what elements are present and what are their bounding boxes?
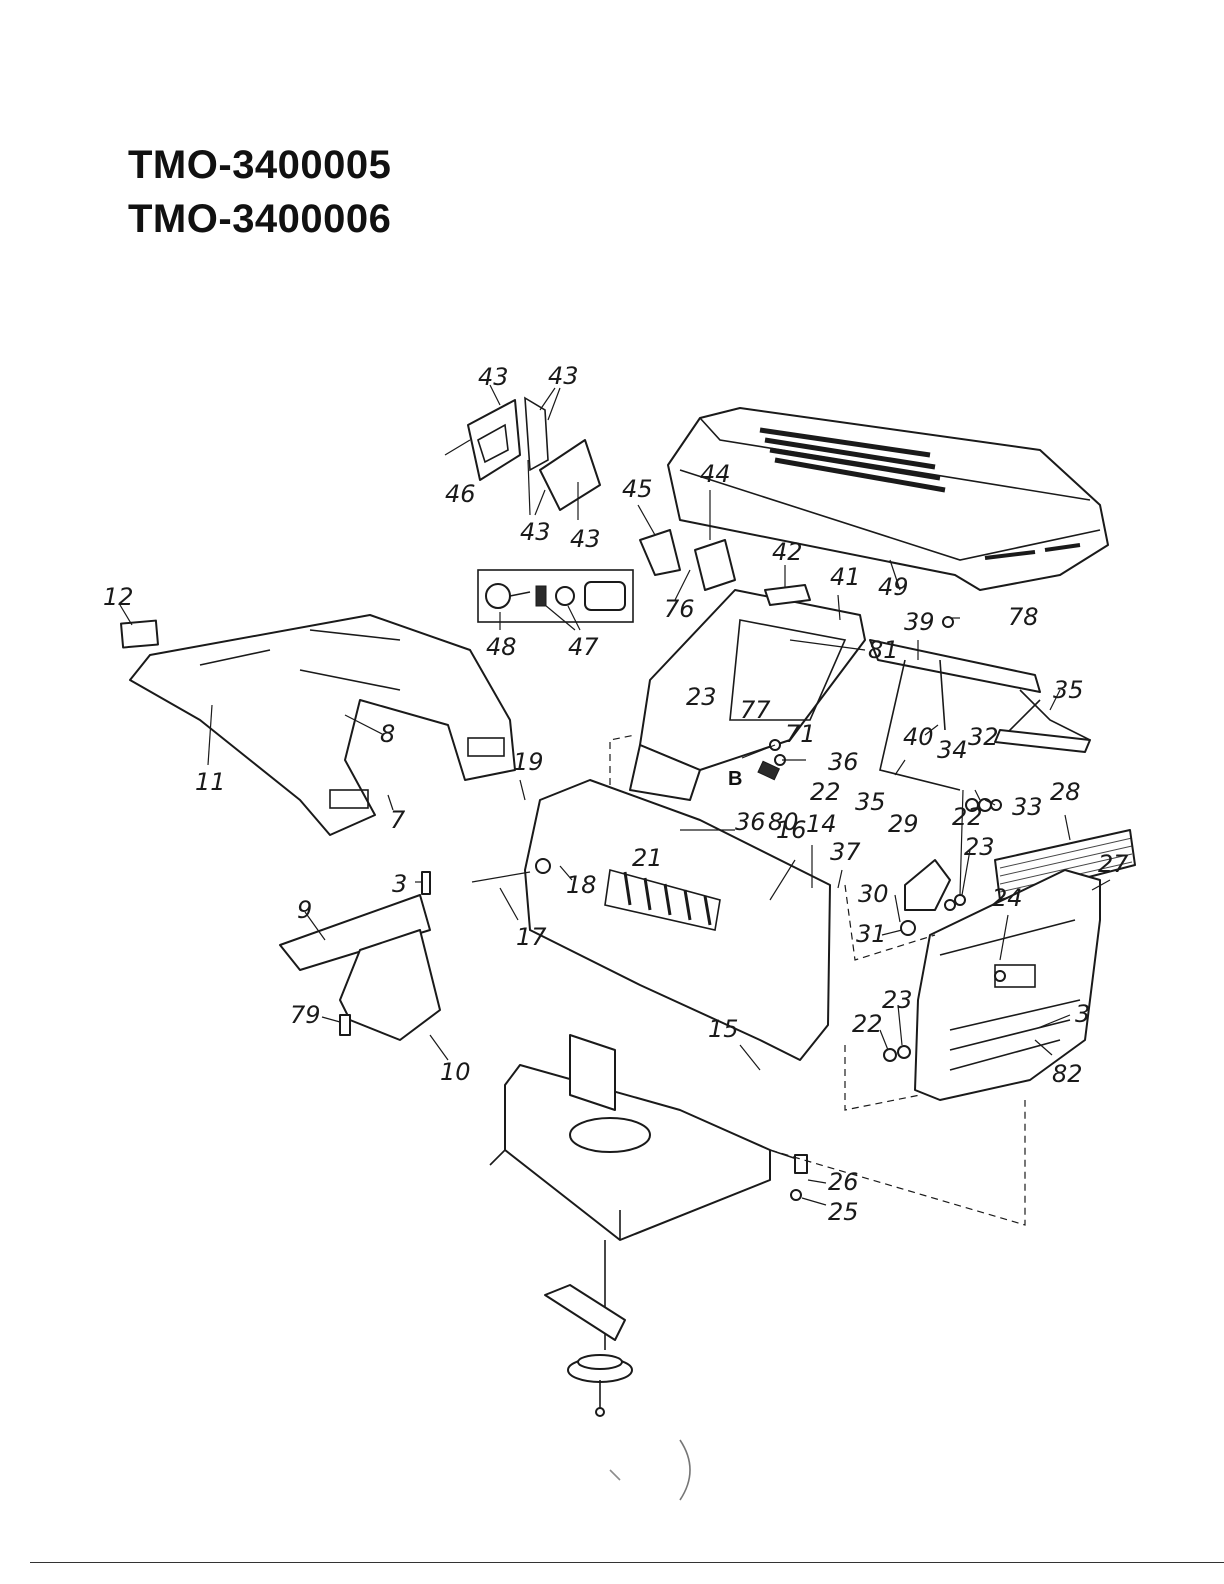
model-number-2: TMO-3400006 [128,197,392,241]
part-label-79: 79 [290,1001,321,1029]
grille-part [994,814,1136,901]
part-label-81: 81 [868,636,899,664]
part-label-21: 21 [632,844,663,872]
part-label-32: 32 [968,723,999,751]
hinge-bracket-part [444,384,601,520]
scan-marks [609,1439,691,1501]
part-label-15: 15 [708,1015,739,1043]
part-label-23: 23 [686,683,717,711]
part-label-42: 42 [772,538,803,566]
part-label-24: 24 [992,884,1023,912]
part-label-11: 11 [195,768,226,796]
part-label-82: 82 [1052,1060,1083,1088]
part-label-35: 35 [1053,676,1084,704]
mount-bracket-part [279,871,449,1061]
part-label-77: 77 [740,696,771,724]
part-label-49: 49 [878,573,909,601]
part-label-37: 37 [830,838,861,866]
frame-part [489,1034,827,1241]
front-panel-part [471,779,843,1071]
part-label-26: 26 [828,1168,859,1196]
part-label-29: 29 [888,810,919,838]
part-label-28: 28 [1050,778,1081,806]
part-label-43: 43 [520,518,551,546]
part-label-33: 33 [1012,793,1043,821]
handle-and-hardware-part [741,739,1002,1062]
assembly-lines [609,734,1026,1226]
part-label-43: 43 [570,525,601,553]
part-label-80: 80 [768,808,799,836]
hood-part [667,407,1109,591]
part-label-30: 30 [858,880,889,908]
model-number-1: TMO-3400005 [128,143,392,187]
support-bars-part [869,616,1091,791]
part-label-44: 44 [700,460,731,488]
part-label-71: 71 [785,720,816,748]
part-label-12: 12 [103,583,134,611]
part-label-43: 43 [548,362,579,390]
part-label-17: 17 [516,923,547,951]
part-label-18: 18 [566,871,597,899]
part-label-45: 45 [622,475,653,503]
part-label-40: 40 [903,723,934,751]
dash-panel-part [629,490,960,801]
part-label-10: 10 [440,1058,471,1086]
part-label-16: 16 [776,816,807,844]
part-label-35: 35 [855,788,886,816]
part-label-41: 41 [830,563,861,591]
part-label-23: 23 [882,986,913,1014]
part-label-31: 31 [856,920,887,948]
part-label-23: 23 [964,833,995,861]
part-label-47: 47 [568,633,599,661]
part-label-19: 19 [513,748,544,776]
part-label-7: 7 [390,806,406,834]
part-label-22: 22 [952,803,983,831]
part-label-22: 22 [852,1010,883,1038]
part-label-8: 8 [380,720,395,748]
part-label-48: 48 [486,633,517,661]
part-label-76: 76 [664,595,695,623]
part-label-25: 25 [828,1198,859,1226]
part-label-39: 39 [904,608,935,636]
model-titles: TMO-3400005 TMO-3400006 [128,138,391,246]
nose-part [914,869,1111,1101]
pulley-part [544,1240,633,1417]
part-label-3: 3 [1075,1000,1090,1028]
part-label-36: 36 [735,808,766,836]
part-labels: 43 43 46 43 43 45 44 42 41 49 76 48 47 1… [103,362,1129,1226]
part-label-B: B [728,768,742,790]
part-label-9: 9 [297,896,312,924]
part-label-14: 14 [806,810,837,838]
part-label-3: 3 [392,870,407,898]
part-label-34: 34 [937,736,968,764]
part-label-27: 27 [1098,850,1129,878]
ignition-switch-part [477,569,634,631]
part-label-46: 46 [445,480,476,508]
bottom-rule [30,1562,1224,1563]
fender-part [119,604,516,836]
part-label-78: 78 [1008,603,1039,631]
part-label-22: 22 [810,778,841,806]
part-label-43: 43 [478,363,509,391]
part-label-36: 36 [828,748,859,776]
